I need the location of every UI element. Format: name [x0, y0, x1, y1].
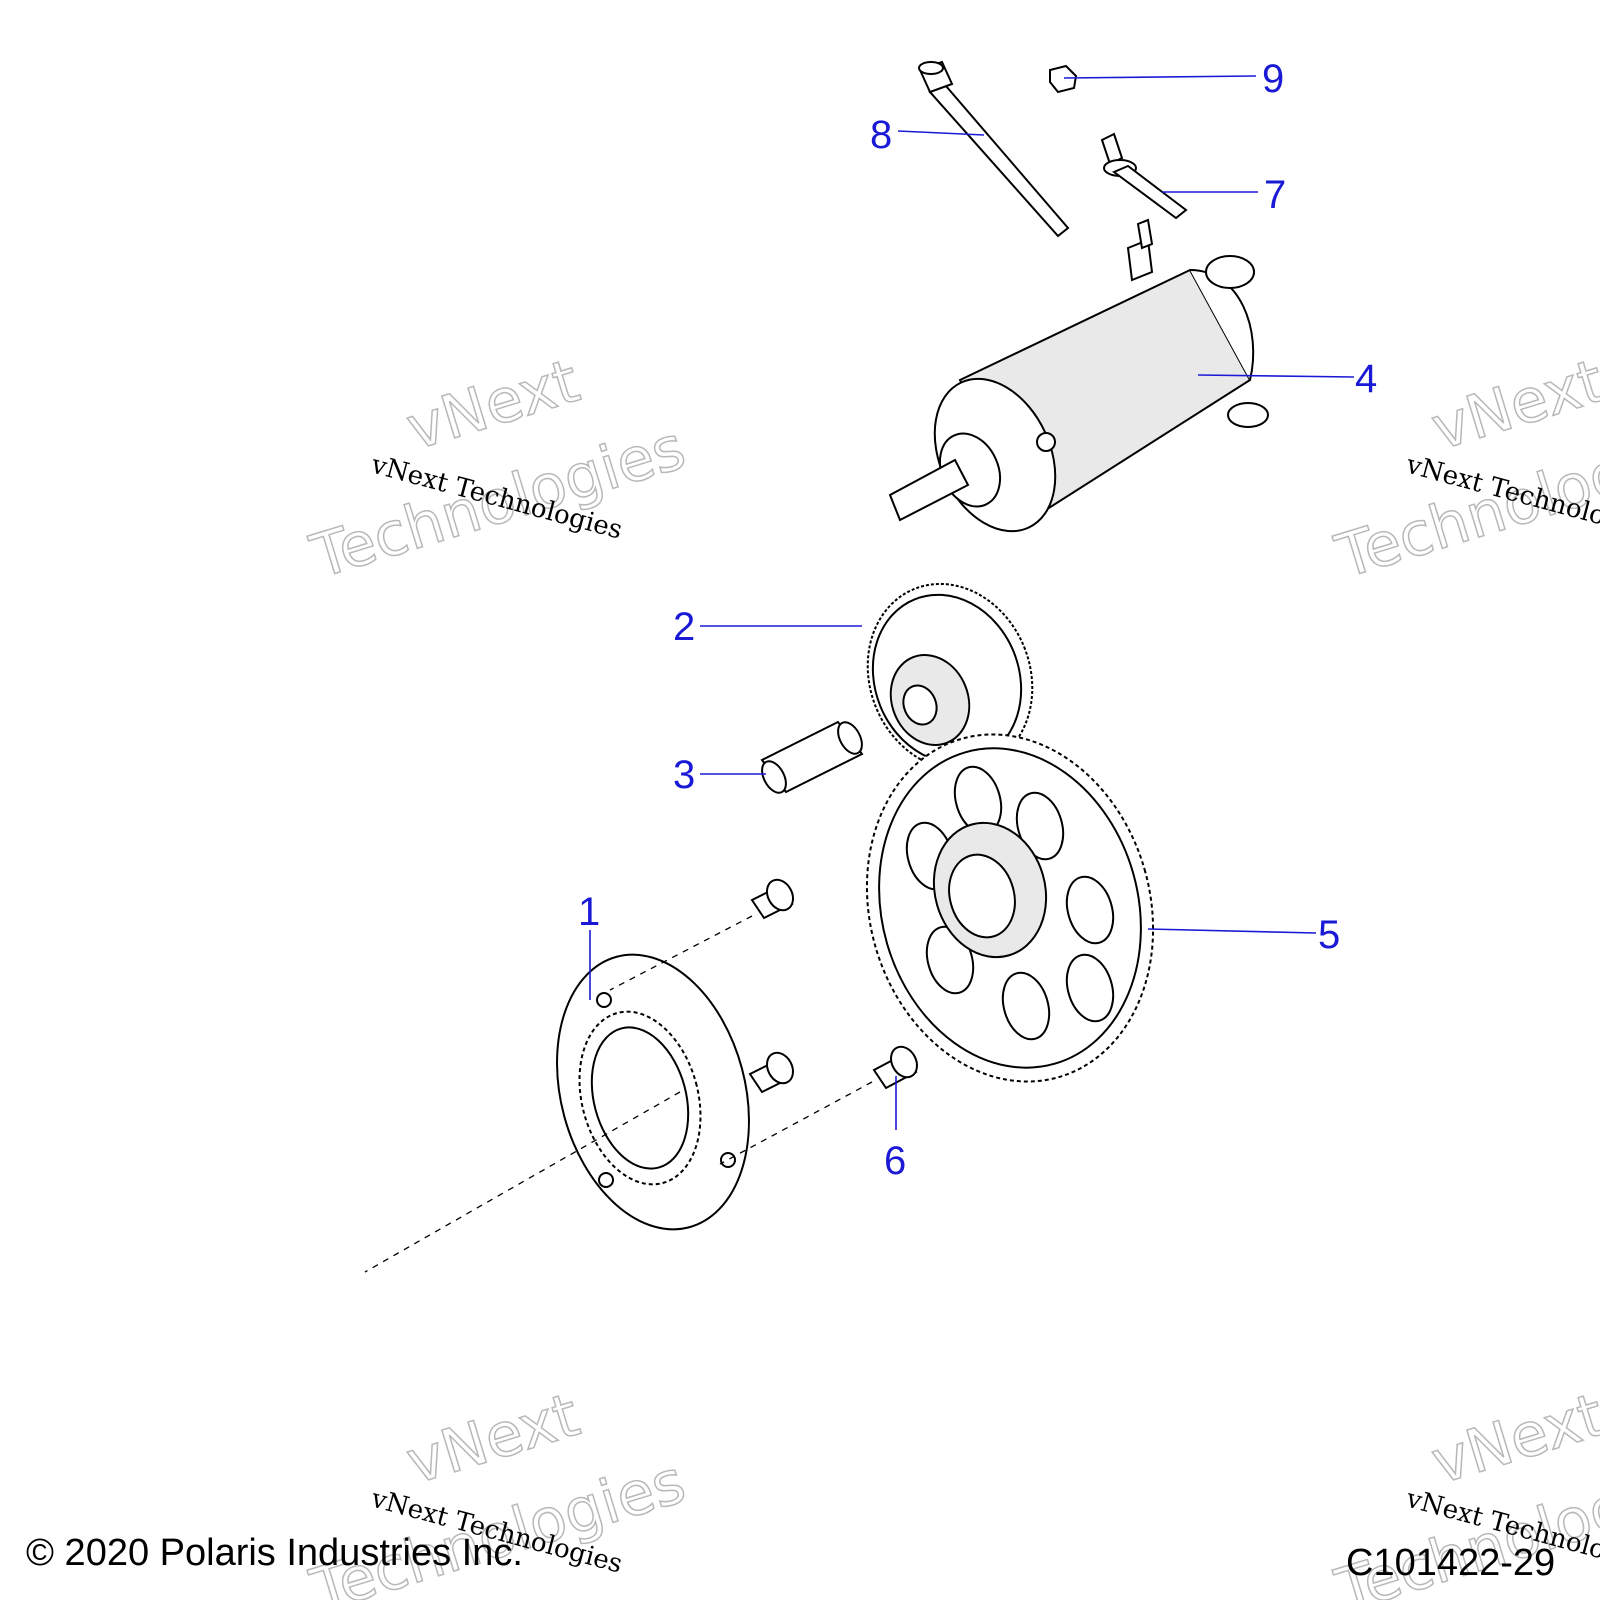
svg-text:vNext: vNext: [1424, 1380, 1600, 1498]
callout-5: 5: [1318, 913, 1340, 957]
callout-3: 3: [673, 753, 695, 797]
small-gear-part: [866, 582, 1034, 772]
callout-2: 2: [673, 605, 695, 649]
copyright-notice: © 2020 Polaris Industries Inc.: [26, 1532, 523, 1574]
terminal-stud-part: [1100, 132, 1188, 220]
screw-part-upper: [750, 878, 794, 920]
callout-1: 1: [578, 890, 600, 934]
watermark-top-left: vNext Technologies vNext Technologies: [302, 345, 694, 593]
screw-part-middle: [748, 1051, 794, 1094]
drawing-number: C101422-29: [1346, 1542, 1556, 1584]
callout-9: 9: [1262, 57, 1284, 101]
long-bolt-part: [918, 60, 1070, 238]
one-way-clutch-part: [556, 953, 750, 1231]
callout-4: 4: [1355, 357, 1377, 401]
screw-part-lower: [872, 1045, 918, 1090]
pin-part: [760, 720, 864, 794]
large-gear-part: [865, 733, 1155, 1083]
callout-6: 6: [884, 1139, 906, 1183]
leader-lines: [589, 75, 1355, 1130]
svg-text:vNext: vNext: [1424, 346, 1600, 464]
nut-part: [1049, 64, 1078, 94]
callout-7: 7: [1264, 173, 1286, 217]
starter-motor-part: [888, 218, 1269, 533]
assembly-lines: [364, 915, 873, 1273]
callout-8: 8: [870, 113, 892, 157]
